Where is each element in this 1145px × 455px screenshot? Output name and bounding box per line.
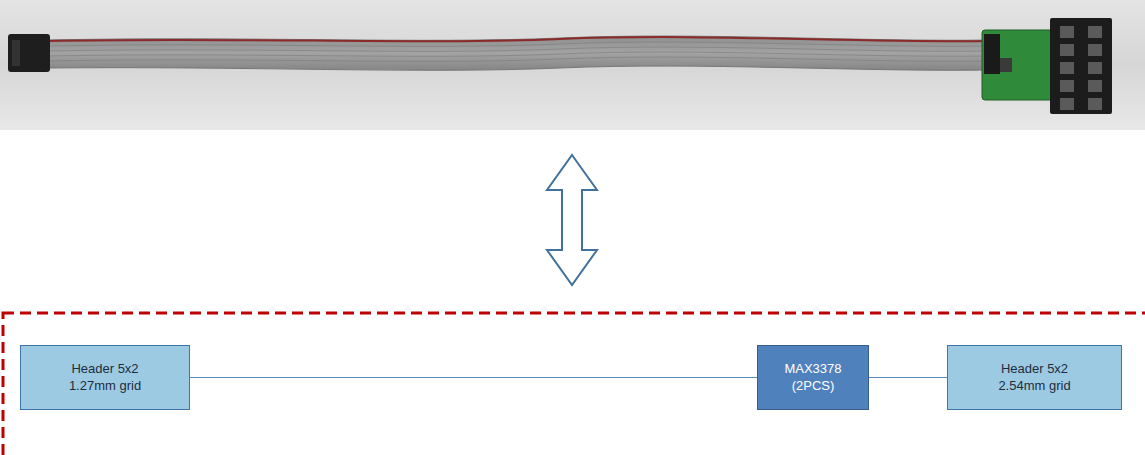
connector-line xyxy=(190,377,757,378)
chip-box: MAX3378 (2PCS) xyxy=(757,345,869,410)
header-box: Header 5x2 1.27mm grid xyxy=(20,345,190,410)
photo-background xyxy=(0,0,1145,130)
box-label: Header 5x2 1.27mm grid xyxy=(58,361,153,394)
box-label: Header 5x2 2.54mm grid xyxy=(987,361,1082,394)
header-connector xyxy=(1050,18,1112,114)
header-holes xyxy=(1060,26,1102,110)
ribbon-stripes xyxy=(48,42,990,61)
box-label: MAX3378 (2PCS) xyxy=(778,361,848,394)
ribbon-red-wire xyxy=(48,37,990,41)
header-box: Header 5x2 2.54mm grid xyxy=(947,345,1122,410)
double-arrow xyxy=(547,155,597,285)
connector-line xyxy=(869,377,947,378)
ribbon-cable xyxy=(48,36,990,70)
dashed-region xyxy=(3,313,1145,455)
small-connector xyxy=(8,34,50,72)
connector-latch xyxy=(12,40,20,66)
adapter-pcb xyxy=(982,30,1054,100)
pcb-connector xyxy=(984,34,1000,74)
